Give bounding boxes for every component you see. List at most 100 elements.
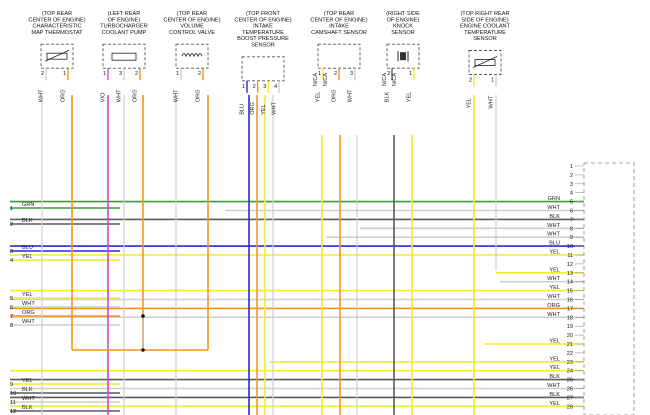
- pin-wire-color: WHT: [272, 101, 278, 114]
- component-title-line: VOLUME: [180, 24, 204, 30]
- pin-wire-color: WHT: [348, 89, 354, 102]
- left-row-number: 6: [10, 305, 13, 311]
- left-row-number: 5: [10, 296, 13, 302]
- nca-label: N/CA: [313, 73, 319, 87]
- connector-pin-color: BLK: [549, 374, 560, 380]
- thermistor-symbol: [474, 59, 496, 66]
- pin-wire-color: ORG: [133, 89, 139, 102]
- left-row-number: 1: [10, 206, 13, 212]
- component-title-line: BOOST PRESSURE: [237, 36, 289, 42]
- component-title-line: INTAKE: [329, 24, 349, 30]
- connector-pin-number: 15: [567, 289, 573, 295]
- component-body: [241, 56, 285, 82]
- component-title-line: MAP THERMOSTAT: [31, 30, 83, 36]
- left-row-label: YEL: [22, 292, 33, 298]
- left-row-number: 7: [10, 314, 13, 320]
- left-row-label: WHT: [22, 301, 35, 307]
- component-body: [102, 43, 146, 69]
- component-title-line: CENTER OF ENGINE): [310, 17, 367, 23]
- pin-number: 1: [318, 71, 321, 77]
- connector-pin-number: 22: [567, 351, 573, 357]
- component-title-line: (TOP REAR: [42, 11, 72, 17]
- left-row-number: 11: [10, 400, 16, 406]
- pin-number: 1: [176, 71, 179, 77]
- pin-number: 2: [387, 71, 390, 77]
- pin-wire-color: WHT: [39, 89, 45, 102]
- pin-number: 3: [350, 71, 353, 77]
- component-title-line: CONTROL VALVE: [169, 30, 215, 36]
- pin-number: 2: [334, 71, 337, 77]
- connector-pin-color: GRN: [548, 196, 560, 202]
- pin-number: 2: [198, 71, 201, 77]
- connector-pin-color: YEL: [549, 339, 560, 345]
- connector-pin-number: 13: [567, 271, 573, 277]
- pin-wire-color: BLU: [240, 104, 246, 115]
- splice-dot: [141, 348, 145, 352]
- thermistor-symbol: [46, 52, 68, 60]
- labels-layer: 1GRN2BLK3BLU4YEL5YEL6WHT7ORG8WHT9YEL10BL…: [10, 202, 35, 415]
- connector-pin-color: YEL: [549, 267, 560, 273]
- component-title-line: ENGINE COOLANT: [460, 24, 511, 30]
- connector-pin-color: WHT: [547, 232, 560, 238]
- component-body: [468, 50, 502, 75]
- connector-pin-number: 5: [570, 200, 573, 206]
- pin-number: 3: [119, 71, 122, 77]
- connector-pin-color: BLK: [549, 214, 560, 220]
- left-row-number: 9: [10, 382, 13, 388]
- pin-wire-color: ORG: [250, 102, 256, 115]
- component-title-line: (TOP FRONT: [246, 11, 281, 17]
- wires-layer: [10, 95, 584, 415]
- connector-pin-number: 18: [567, 315, 573, 321]
- nca-label: N/CA: [323, 73, 329, 87]
- pin-wire-color: ORG: [61, 89, 67, 102]
- component-title-line: (RIGHT SIDE: [386, 11, 420, 17]
- component-title-line: COOLANT PUMP: [102, 30, 147, 36]
- left-row-number: 8: [10, 323, 13, 329]
- pin-wire-color: YEL: [316, 92, 322, 103]
- right-connector: 12345GRN6WHT7BLK8WHT9WHT10BLU11YEL1213YE…: [547, 162, 635, 415]
- connector-pin-color: YEL: [549, 285, 560, 291]
- component-title-line: (TOP REAR: [177, 11, 207, 17]
- component-title-line: TEMPERATURE: [464, 30, 506, 36]
- component-title-line: CAMSHAFT SENSOR: [311, 30, 367, 36]
- left-row-label: ORG: [22, 310, 35, 316]
- pin-number: 3: [263, 84, 266, 90]
- connector-pin-color: WHT: [547, 223, 560, 229]
- component-title-line: KNOCK: [393, 24, 413, 30]
- splice-dot: [141, 314, 145, 318]
- pin-number: 1: [409, 71, 412, 77]
- left-row-label: YEL: [22, 254, 33, 260]
- component-title-line: INTAKE: [253, 24, 273, 30]
- component-title-line: (TOP REAR: [324, 11, 354, 17]
- pin-wire-color: WHT: [489, 95, 495, 108]
- component-body: [317, 43, 361, 69]
- connector-pin-number: 25: [567, 378, 573, 384]
- coil-symbol: [181, 53, 203, 58]
- component-title-line: TURBOCHARGER: [100, 24, 148, 30]
- component-title-line: OF ENGINE): [387, 17, 420, 23]
- connector-pin-number: 12: [567, 262, 573, 268]
- left-row-number: 3: [10, 249, 13, 255]
- connector-pin-color: BLU: [549, 241, 560, 247]
- pin-number: 1: [103, 71, 106, 77]
- left-row-label: GRN: [22, 202, 34, 208]
- connector-pin-number: 19: [567, 324, 573, 330]
- component-title-line: SENSOR: [251, 43, 275, 49]
- connector-pin-color: YEL: [549, 356, 560, 362]
- connector-pin-color: YEL: [549, 365, 560, 371]
- thermistor-slash: [44, 49, 70, 62]
- connector-pin-number: 26: [567, 387, 573, 393]
- connector-pin-number: 23: [567, 360, 573, 366]
- connector-pin-number: 21: [567, 342, 573, 348]
- component-title-line: SIDE OF ENGINE): [461, 17, 508, 23]
- pump-symbol: [111, 52, 137, 61]
- connector-pin-number: 27: [567, 395, 573, 401]
- left-row-label: WHT: [22, 319, 35, 325]
- left-row-number: 10: [10, 391, 16, 397]
